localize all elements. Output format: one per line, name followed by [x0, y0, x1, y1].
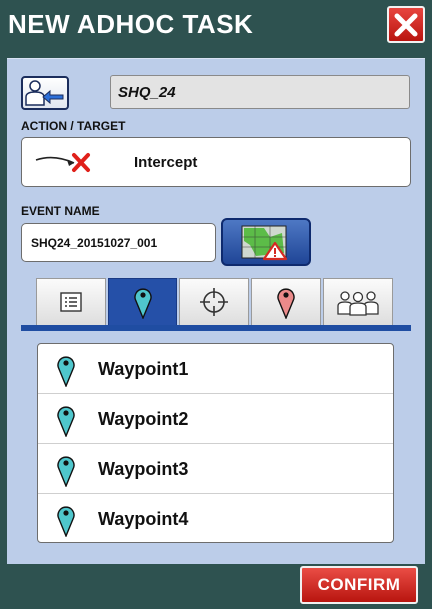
map-button[interactable] [221, 218, 311, 266]
waypoint-pin-icon [57, 356, 75, 387]
tab-details[interactable] [36, 278, 106, 325]
event-name-label: EVENT NAME [21, 204, 100, 218]
tab-underline [21, 325, 411, 331]
map-alert-icon [241, 225, 288, 261]
waypoint-label: Waypoint2 [98, 409, 189, 429]
tab-waypoints[interactable] [108, 278, 177, 325]
red-pin-icon [277, 288, 295, 319]
crosshair-icon [200, 288, 228, 316]
list-item-waypoint4[interactable]: Waypoint4 [38, 494, 393, 542]
intercept-arrow-icon [35, 153, 90, 172]
waypoint-pin-icon [57, 506, 75, 537]
window-title: NEW ADHOC TASK [8, 9, 254, 39]
waypoint-list: Waypoint1 Waypoint2 Waypoint3 Waypoint4 [37, 343, 394, 543]
waypoint-pin-icon [57, 456, 75, 487]
group-icon [337, 291, 379, 316]
action-target-label: ACTION / TARGET [21, 119, 126, 133]
confirm-button[interactable]: CONFIRM [300, 566, 418, 604]
close-icon [394, 13, 418, 36]
waypoint-pin-icon [57, 406, 75, 437]
waypoint-label: Waypoint1 [98, 359, 189, 379]
action-selector[interactable]: Intercept [21, 137, 411, 187]
task-panel: SHQ_24 ACTION / TARGET Intercept EVENT N… [7, 58, 425, 564]
event-name-field[interactable]: SHQ24_20151027_001 [21, 223, 216, 262]
action-value: Intercept [134, 154, 198, 171]
user-arrow-icon [25, 80, 64, 106]
list-icon [60, 292, 82, 312]
waypoint-pin-icon [133, 288, 152, 319]
waypoint-label: Waypoint4 [98, 509, 189, 529]
close-button[interactable] [387, 6, 425, 43]
list-item-waypoint3[interactable]: Waypoint3 [38, 444, 393, 494]
tab-units[interactable] [323, 278, 393, 325]
select-target-button[interactable] [21, 76, 69, 110]
tab-location[interactable] [251, 278, 321, 325]
target-field[interactable]: SHQ_24 [110, 75, 410, 109]
list-item-waypoint2[interactable]: Waypoint2 [38, 394, 393, 444]
list-item-waypoint1[interactable]: Waypoint1 [38, 344, 393, 394]
waypoint-label: Waypoint3 [98, 459, 189, 479]
tab-target[interactable] [179, 278, 249, 325]
